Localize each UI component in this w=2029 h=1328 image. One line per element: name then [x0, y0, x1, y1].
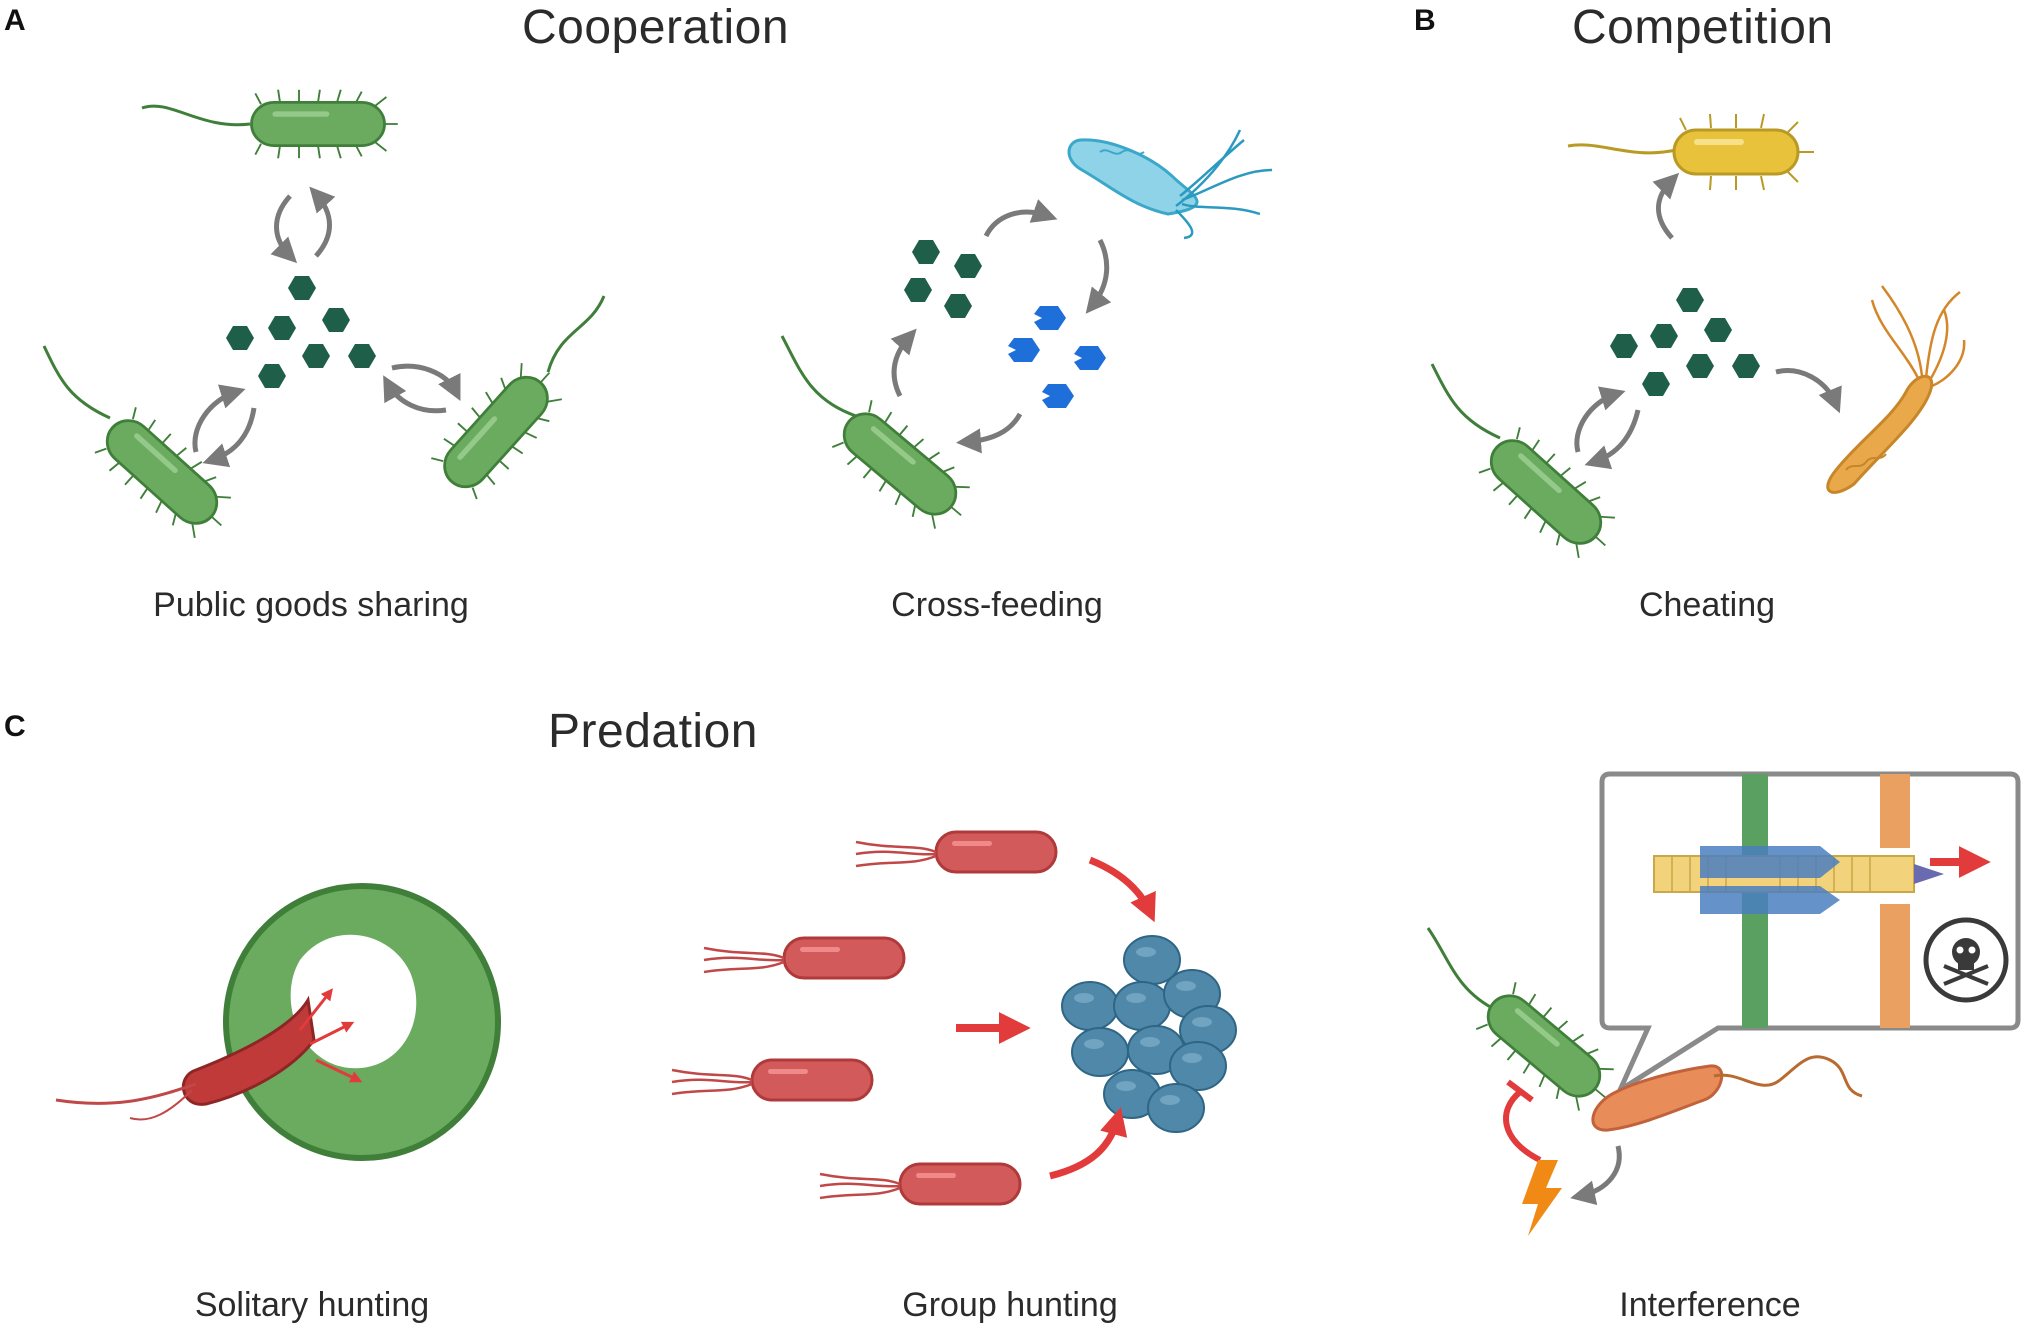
lightning-icon	[1522, 1160, 1562, 1236]
title-cooperation: Cooperation	[522, 1, 790, 54]
cheating-diagram	[1430, 113, 1966, 573]
caption-solitary-hunting: Solitary hunting	[194, 1286, 430, 1324]
caption-cheating: Cheating	[1638, 586, 1776, 624]
panel-letter-c: C	[4, 710, 26, 743]
panel-letter-b: B	[1414, 4, 1436, 37]
caption-cross-feeding: Cross-feeding	[891, 586, 1103, 624]
public-goods-sharing-diagram	[42, 88, 606, 553]
title-competition: Competition	[1572, 1, 1834, 54]
caption-group-hunting: Group hunting	[902, 1286, 1118, 1324]
skull-crossbones-icon	[1923, 917, 2009, 1003]
group-hunting-diagram	[670, 830, 1237, 1206]
caption-interference: Interference	[1619, 1286, 1801, 1324]
solitary-hunting-diagram	[55, 883, 501, 1161]
panel-letter-a: A	[4, 4, 26, 37]
title-predation: Predation	[548, 705, 758, 758]
interference-diagram	[1426, 771, 2021, 1236]
caption-public-goods-sharing: Public goods sharing	[153, 586, 469, 624]
cross-feeding-diagram	[780, 129, 1273, 543]
